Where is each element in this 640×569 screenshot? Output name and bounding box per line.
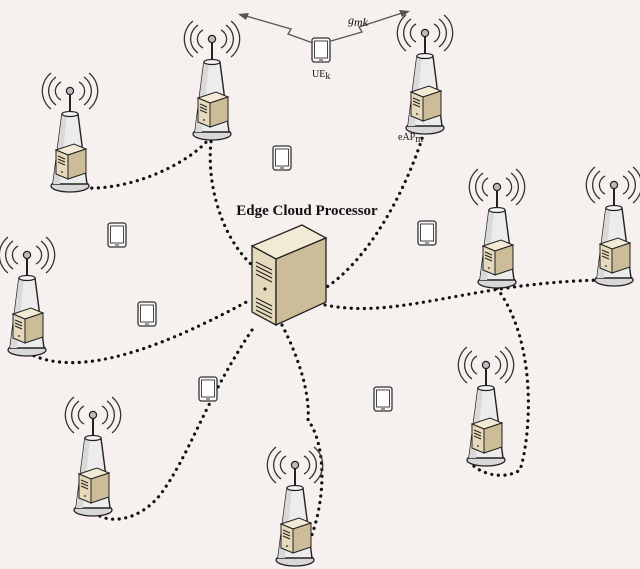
mobile-device-icon (137, 301, 157, 327)
wireless-access-point-icon (183, 20, 241, 141)
ue-k-label: UEk (312, 69, 330, 82)
wireless-access-point-icon (468, 168, 526, 289)
edge-cloud-server (250, 224, 328, 327)
link-ap-top-center (208, 133, 262, 274)
link-ap-right-lower (468, 281, 530, 477)
ap-top-right-eapm (396, 14, 454, 135)
wireless-access-point-icon (64, 396, 122, 517)
server-tower-icon (250, 224, 328, 327)
wireless-access-point-icon (457, 346, 515, 467)
lightning-link-icon (238, 10, 410, 44)
mobile-device-icon (107, 222, 127, 248)
mobile-device-icon (373, 386, 393, 412)
mobile-device-icon (198, 376, 218, 402)
mobile-device-icon (272, 145, 292, 171)
wireless-access-point-icon (0, 236, 56, 357)
channel-gmk-label: gmk (348, 13, 369, 29)
mobile-device-icon (417, 220, 437, 246)
link-ap-left (26, 298, 252, 365)
link-ap-bottom-center (280, 323, 324, 562)
wireless-access-point-icon (585, 166, 640, 287)
ap-right-inner (468, 168, 526, 289)
ap-right-lower (457, 346, 515, 467)
mobile-device-icon (311, 37, 331, 63)
eap-m-label: eAPm (398, 132, 423, 145)
link-ap-bottom-left (93, 328, 254, 521)
wireless-access-point-icon (41, 72, 99, 193)
link-ap-top-left (70, 133, 214, 190)
ap-bottom-center (266, 446, 324, 567)
wireless-access-point-icon (266, 446, 324, 567)
backhaul-links (26, 130, 607, 562)
ap-top-left (41, 72, 99, 193)
link-ap-right-outer (323, 278, 607, 311)
wireless-access-point-icon (396, 14, 454, 135)
ap-right-outer (585, 166, 640, 287)
link-ap-top-right (320, 130, 426, 292)
ap-top-center (183, 20, 241, 141)
ap-left (0, 236, 56, 357)
ap-bottom-left (64, 396, 122, 517)
diagram-title: Edge Cloud Processor (236, 203, 378, 219)
